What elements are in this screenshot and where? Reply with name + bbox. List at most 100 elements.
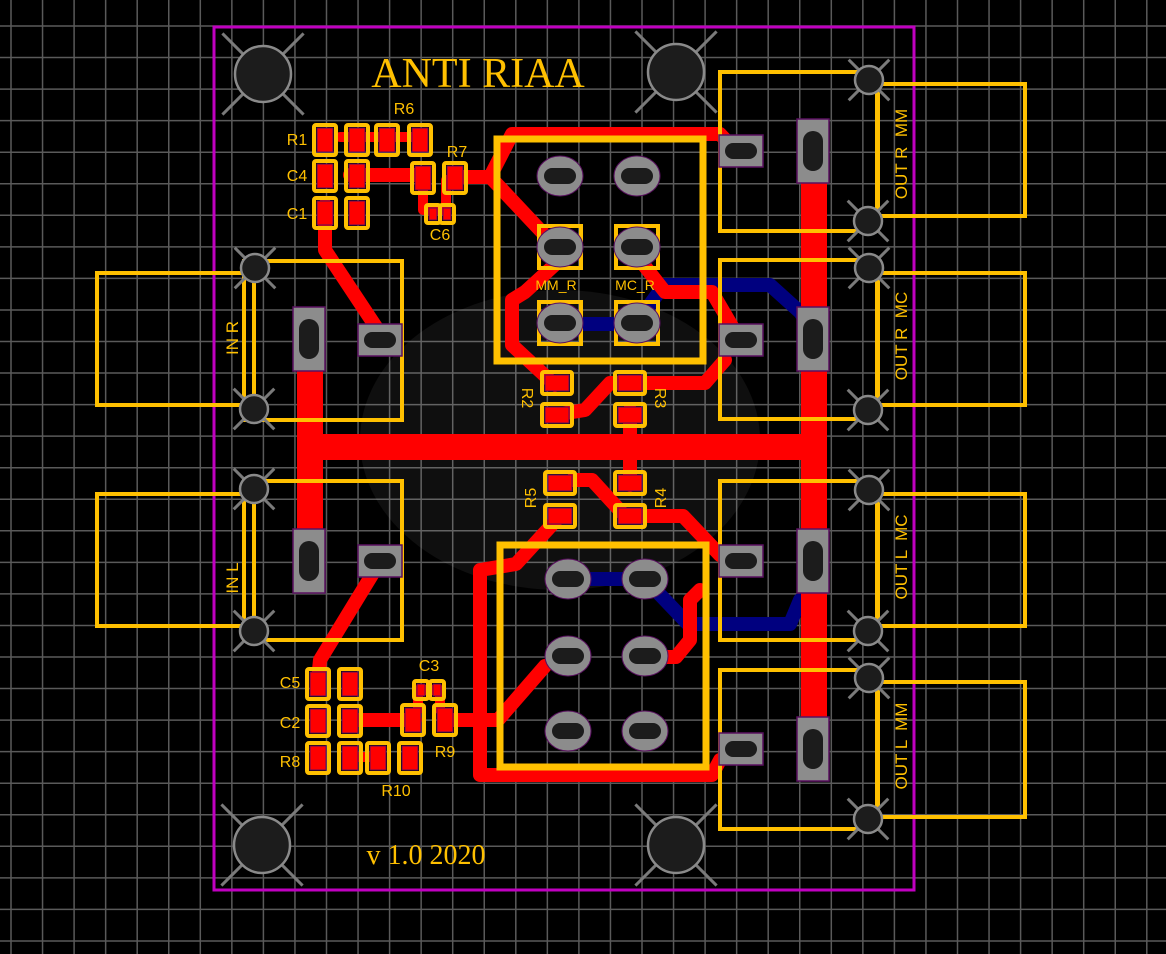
c3-pad-2-silk — [428, 679, 446, 701]
jack-in-l-body — [95, 492, 256, 628]
c6-pad-2 — [442, 207, 452, 221]
c6-pad-1 — [428, 207, 438, 221]
label-r6: R6 — [394, 101, 415, 118]
r7-pad-1 — [414, 165, 432, 191]
c2-pad-2-silk — [337, 704, 363, 738]
mounting-hole-bottom-left — [220, 803, 304, 887]
jack-out-l-mm-tip-pad-hole — [725, 741, 757, 757]
jack-in-shield-pin-4 — [232, 609, 276, 653]
mounting-hole-bottom-right — [634, 803, 718, 887]
trace-r5-sw — [473, 509, 727, 782]
r1-pad-2-silk — [344, 123, 370, 157]
label-c5: C5 — [280, 675, 301, 692]
smd-pads — [305, 123, 647, 775]
label-r7: R7 — [447, 144, 468, 161]
jack-out-shield-pin-1 — [847, 58, 891, 102]
board-version: v 1.0 2020 — [367, 840, 486, 871]
switch-r-pin-1-hole — [544, 168, 576, 184]
jack-out-l-mm-sleeve-pad — [796, 716, 830, 782]
jack-in-shield-pin-2 — [232, 387, 276, 431]
jack-in-l-tip-pad-hole — [364, 553, 396, 569]
c4-pad-1 — [316, 163, 334, 189]
r10-pad-1-silk — [365, 741, 391, 775]
label-out-r-mc: OUT R MC — [892, 292, 911, 380]
label-out-r-mm: OUT R MM — [892, 109, 911, 199]
jack-out-l-mm-sleeve-pad-hole — [803, 729, 823, 769]
c1-pad-1 — [316, 200, 334, 226]
switch-l-pin-6-hole — [629, 723, 661, 739]
jack-out-l-mc-body — [875, 492, 1027, 628]
mounting-hole-top-right — [634, 30, 718, 114]
jack-out-shield-pin-2 — [846, 199, 890, 243]
jack-out-shield-pin-7 — [847, 656, 891, 700]
switch-l-pin-3-hole — [552, 648, 584, 664]
c3-pad-1 — [416, 683, 426, 697]
c5-pad-2 — [341, 671, 359, 697]
c1-pad-2 — [348, 200, 366, 226]
mounting-holes — [220, 30, 891, 887]
c2-pad-1-silk — [305, 704, 331, 738]
switch-r-pin-4-hole — [621, 239, 653, 255]
r10-pad-1 — [369, 745, 387, 771]
c5-pad-1 — [309, 671, 327, 697]
mounting-hole-top-left — [221, 32, 305, 116]
label-r1: R1 — [287, 132, 308, 149]
r9-pad-1-silk — [400, 703, 426, 737]
c2-pad-1 — [309, 708, 327, 734]
r3-pad-2-silk — [613, 402, 647, 428]
switch-l-pin-5-hole — [552, 723, 584, 739]
switch-l-pin-1-hole — [552, 571, 584, 587]
label-r5: R5 — [523, 488, 540, 509]
r2-pad-2-silk — [540, 402, 574, 428]
r4-pad-1-silk — [613, 470, 647, 496]
switch-r-outline — [493, 135, 707, 365]
c5-pad-1-silk — [305, 667, 331, 701]
r5-pad-1 — [547, 474, 573, 492]
r9-pad-2 — [436, 707, 454, 733]
jack-out-r-mc-body — [875, 271, 1027, 407]
jack-out-r-mm-tip-pad-hole — [725, 143, 757, 159]
jack-out-r-mm-body — [875, 82, 1027, 218]
r7-pad-2-silk — [442, 161, 468, 195]
c1-pad-1-silk — [312, 196, 338, 230]
label-r3: R3 — [651, 388, 668, 409]
r10-pad-2-silk — [397, 741, 423, 775]
c1-pad-2-silk — [344, 196, 370, 230]
label-r4: R4 — [653, 488, 670, 509]
jack-out-r-mc-tip-pad-hole — [725, 332, 757, 348]
r3-pad-2 — [617, 406, 643, 424]
jack-out-l-mm-body — [875, 680, 1027, 819]
r2-pad-1 — [544, 374, 570, 392]
jack-out-shield-pin-5 — [847, 468, 891, 512]
r6-pad-1 — [378, 127, 396, 153]
r6-pad-2-silk — [407, 123, 433, 157]
switch-r-pin-3-hole — [544, 239, 576, 255]
r7-pad-2 — [446, 165, 464, 191]
r2-pad-2 — [544, 406, 570, 424]
labels: ANTI RIAA v 1.0 2020 R6 R1 R7 C4 C1 C6 M… — [223, 51, 911, 871]
jack-out-r-mm-sleeve-pad — [796, 118, 830, 184]
r5-pad-2-silk — [543, 503, 577, 529]
switch-r-pin-5-hole — [544, 315, 576, 331]
jack-in-r-body — [95, 271, 256, 407]
label-c6: C6 — [430, 227, 451, 244]
switch-l-pin-4-hole — [629, 648, 661, 664]
jack-in-l-sleeve-pad-hole — [299, 541, 319, 581]
jack-in-shield-pin-1 — [233, 246, 277, 290]
r9-pad-1 — [404, 707, 422, 733]
label-r8: R8 — [280, 754, 301, 771]
board-outline — [212, 25, 916, 892]
switch-l-pin-2-hole — [629, 571, 661, 587]
label-c4: C4 — [287, 168, 308, 185]
switch-r-pin-6-hole — [621, 315, 653, 331]
r8-pad-2 — [341, 745, 359, 771]
c4-pad-2-silk — [344, 159, 370, 193]
trace-r2-r3 — [553, 353, 732, 421]
c3-pad-2 — [432, 683, 442, 697]
r8-pad-1-silk — [305, 741, 331, 775]
board-title: ANTI RIAA — [371, 51, 585, 97]
label-r10: R10 — [381, 783, 410, 800]
label-r9: R9 — [435, 744, 456, 761]
c6-pad-2-silk — [438, 203, 456, 225]
